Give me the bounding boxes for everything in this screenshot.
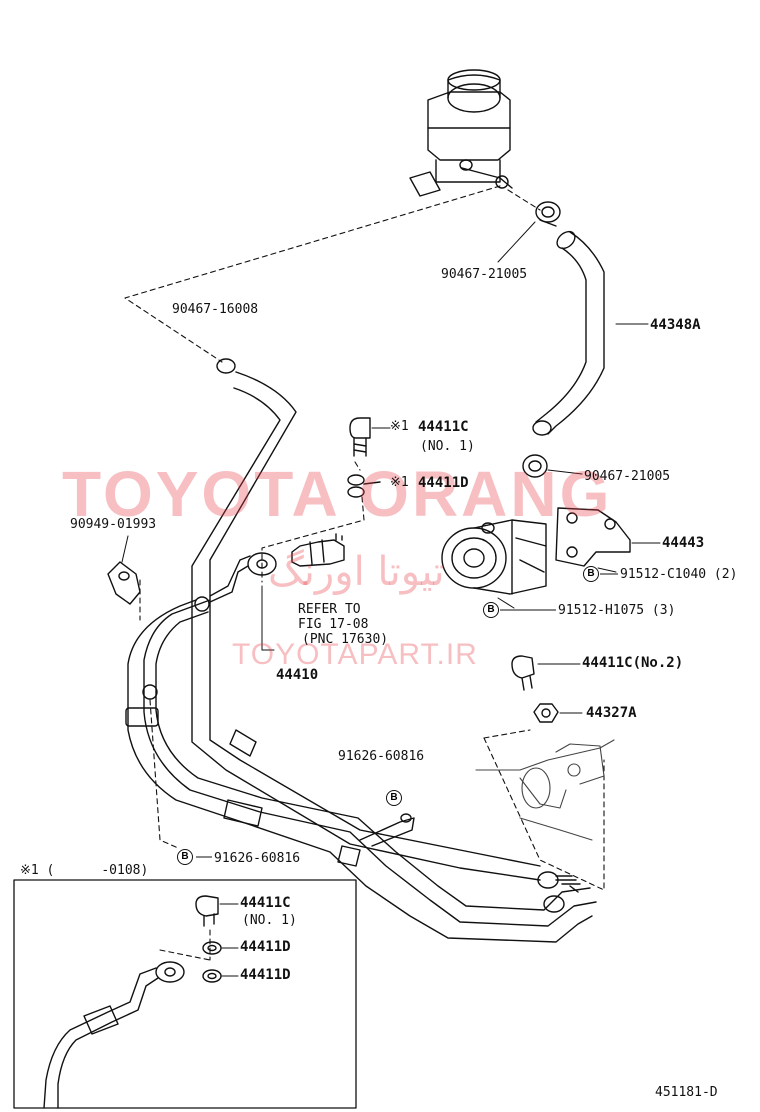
label-marker-upper-bolt: ※1 <box>390 419 409 434</box>
b-marker-clamp-a: B <box>386 790 402 806</box>
label-bolt-clamp-b: 91626-60816 <box>214 851 301 866</box>
watermark-brand: TOYOTA ORANG <box>62 458 613 530</box>
inset-label-gasket-b: 44411D <box>240 967 291 983</box>
label-bolt-clamp-a: 91626-60816 <box>338 749 425 764</box>
label-refer-line2: FIG 17-08 <box>298 617 369 632</box>
pump-bracket <box>555 507 631 567</box>
inset-label-gasket-a: 44411D <box>240 939 291 955</box>
label-clamp-return: 90467-16008 <box>172 302 259 317</box>
union-bolt-no2 <box>511 655 535 691</box>
label-marker-gasket: ※1 <box>390 475 409 490</box>
label-union-bolt: 44411C <box>418 419 469 435</box>
inset-label-union-bolt: 44411C <box>240 895 291 911</box>
watermark-site: TOYOTAPART.IR <box>232 638 478 671</box>
tube-clamps <box>125 596 415 867</box>
label-bolt-bracket: 91512-C1040 (2) <box>620 567 738 582</box>
clip <box>107 561 141 605</box>
b-marker-clamp-b: B <box>177 849 193 865</box>
label-pressure-tube: 44410 <box>276 667 319 683</box>
label-bolt-pump: 91512-H1075 (3) <box>558 603 676 618</box>
clamp-reservoir <box>535 201 561 227</box>
label-bracket: 44443 <box>662 535 705 551</box>
gaskets-upper <box>347 474 381 498</box>
inset-tube <box>43 961 185 1109</box>
clamp-pump <box>522 454 548 478</box>
inset-gaskets <box>202 941 222 983</box>
label-union-bolt-note: (NO. 1) <box>420 439 475 454</box>
label-clip: 90949-01993 <box>70 517 157 532</box>
steering-gear <box>475 739 615 841</box>
label-clamp-pump: 90467-21005 <box>584 469 671 484</box>
gear-fittings <box>537 871 581 913</box>
label-clamp-reservoir: 90467-21005 <box>441 267 528 282</box>
label-suction-hose: 44348A <box>650 317 701 333</box>
label-refer-line1: REFER TO <box>298 602 361 617</box>
suction-hose <box>532 230 605 436</box>
inset-bolt <box>195 895 219 927</box>
pressure-tube-fitting <box>209 552 277 603</box>
power-steering-pump <box>441 519 547 595</box>
label-nut: 44327A <box>586 705 637 721</box>
return-hose <box>191 358 541 881</box>
b-marker-pump-bolt: B <box>483 602 499 618</box>
label-union-bolt-no2: 44411C(No.2) <box>582 655 684 671</box>
label-refer-line3: (PNC 17630) <box>302 632 389 647</box>
b-marker-bracket-bolt: B <box>583 566 599 582</box>
watermark-persian: تیوتا اورنگ <box>268 549 445 595</box>
inset-header: ※1 ( -0108) <box>20 863 149 878</box>
inset-frame <box>13 879 357 1109</box>
reservoir-tank <box>409 69 513 197</box>
figure-id: 451181-D <box>655 1085 718 1100</box>
label-gasket: 44411D <box>418 475 469 491</box>
pressure-switch <box>291 533 345 567</box>
inset-label-union-bolt-note: (NO. 1) <box>242 913 297 928</box>
nut <box>533 703 559 723</box>
union-bolt-upper <box>349 417 371 457</box>
leader-lines <box>124 185 605 961</box>
